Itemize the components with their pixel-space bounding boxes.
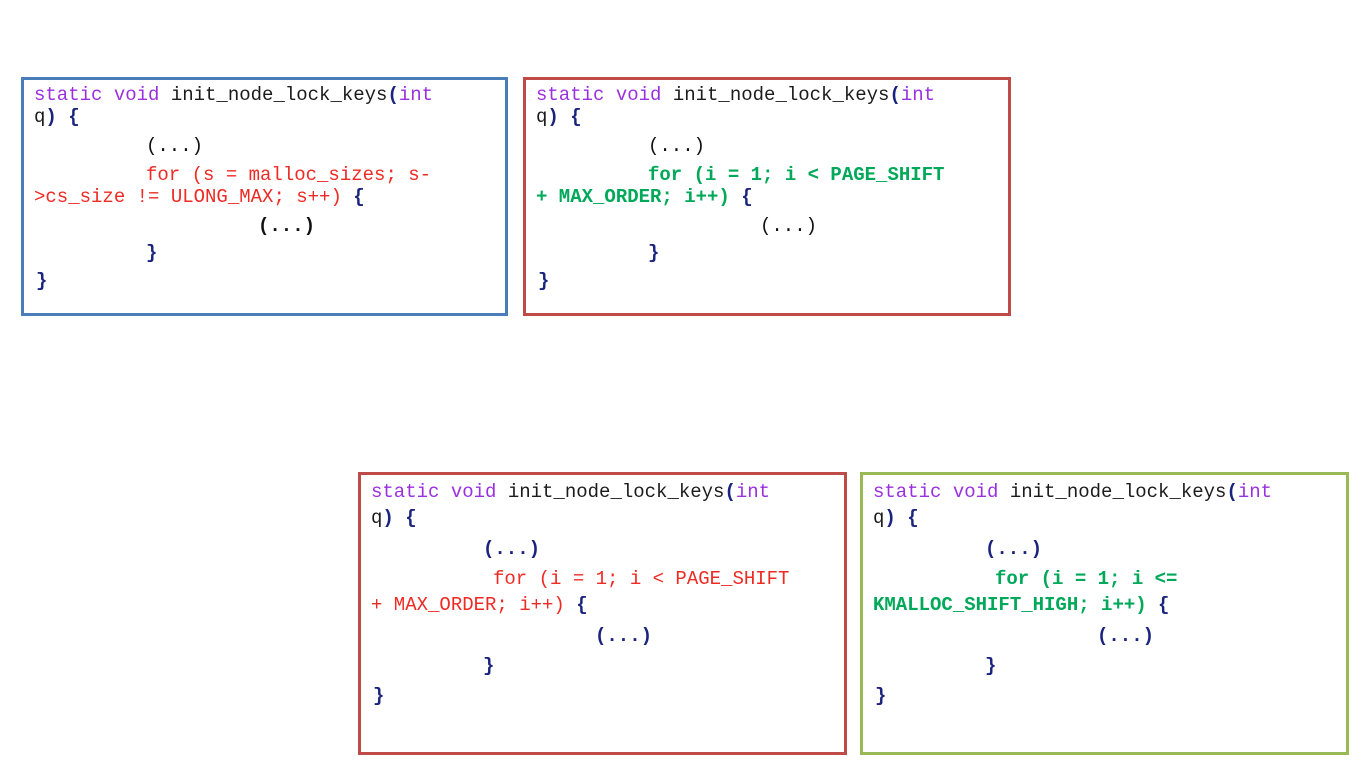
function-signature-line: static void init_node_lock_keys(int: [873, 481, 1273, 503]
inner-close-brace: }: [985, 655, 997, 677]
outer-close-brace: }: [875, 685, 887, 707]
inner-close-brace: }: [483, 655, 495, 677]
inner-ellipsis-line: (...): [258, 215, 316, 237]
outer-close-brace: }: [538, 270, 550, 292]
code-box-page-shift-green: static void init_node_lock_keys(int q) {…: [523, 77, 1011, 316]
ellipsis-line: (...): [483, 538, 541, 560]
function-signature-line: static void init_node_lock_keys(int: [536, 84, 936, 106]
outer-close-brace: }: [373, 685, 385, 707]
code-box-page-shift-red: static void init_node_lock_keys(int q) {…: [358, 472, 847, 755]
code-box-kmalloc-shift: static void init_node_lock_keys(int q) {…: [860, 472, 1349, 755]
for-loop-continuation: + MAX_ORDER; i++) {: [536, 186, 753, 208]
outer-close-brace: }: [36, 270, 48, 292]
function-args-line: q) {: [873, 507, 919, 529]
function-signature-line: static void init_node_lock_keys(int: [371, 481, 771, 503]
for-loop-line: for (i = 1; i <=: [995, 568, 1178, 590]
for-loop-line: for (i = 1; i < PAGE_SHIFT: [648, 164, 945, 186]
ellipsis-line: (...): [985, 538, 1043, 560]
inner-ellipsis-line: (...): [1097, 625, 1155, 647]
inner-ellipsis-line: (...): [595, 625, 653, 647]
for-loop-continuation: + MAX_ORDER; i++) {: [371, 594, 588, 616]
ellipsis-line: (...): [648, 135, 706, 157]
function-args-line: q) {: [536, 106, 582, 128]
for-loop-line: for (i = 1; i < PAGE_SHIFT: [493, 568, 790, 590]
for-loop-continuation: >cs_size != ULONG_MAX; s++) {: [34, 186, 365, 208]
function-signature-line: static void init_node_lock_keys(int: [34, 84, 434, 106]
code-box-original: static void init_node_lock_keys(int q) {…: [21, 77, 508, 316]
inner-close-brace: }: [648, 242, 660, 264]
inner-close-brace: }: [146, 242, 158, 264]
for-loop-continuation: KMALLOC_SHIFT_HIGH; i++) {: [873, 594, 1170, 616]
function-args-line: q) {: [34, 106, 80, 128]
inner-ellipsis-line: (...): [760, 215, 818, 237]
function-args-line: q) {: [371, 507, 417, 529]
ellipsis-line: (...): [146, 135, 204, 157]
for-loop-line: for (s = malloc_sizes; s-: [146, 164, 432, 186]
